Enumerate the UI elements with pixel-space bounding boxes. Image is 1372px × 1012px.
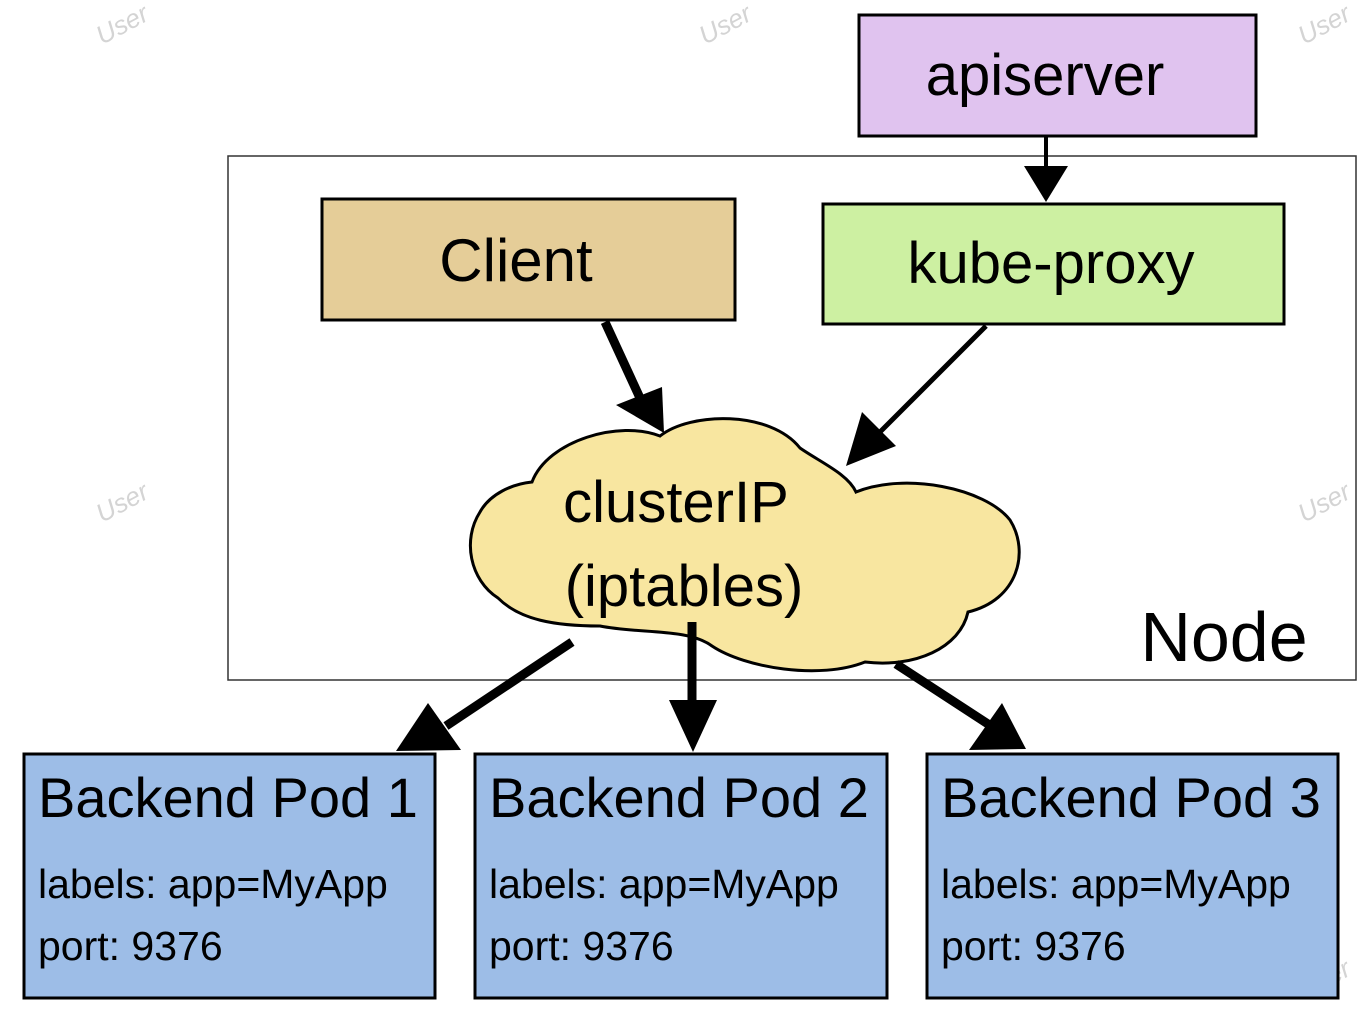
pod-labels: labels: app=MyApp — [38, 861, 388, 907]
watermark: User — [1293, 0, 1357, 50]
arrowhead-kube-proxy-to-cluster-ip — [846, 412, 896, 466]
pod-port: port: 9376 — [941, 923, 1126, 969]
arrowhead-kube-proxy — [1024, 166, 1068, 202]
client-box — [320, 197, 737, 322]
arrows — [396, 136, 1068, 752]
watermark: User — [1293, 475, 1357, 528]
arrowhead-pod-1 — [396, 703, 461, 751]
pod-title: Backend Pod 1 — [38, 766, 418, 829]
arrow-client-to-cluster-ip — [600, 320, 645, 400]
arrow-to-pod-1 — [443, 638, 575, 730]
arrow-kube-proxy-to-cluster-ip — [874, 324, 988, 438]
watermark: User — [91, 475, 155, 528]
arrowhead-pod-2 — [669, 700, 717, 752]
node-label: Node — [1140, 598, 1307, 676]
apiserver-label: apiserver — [926, 43, 1165, 108]
arrow-to-pod-3 — [893, 660, 991, 728]
pod-title: Backend Pod 2 — [489, 766, 869, 829]
backend-pod-3: Backend Pod 3 labels: app=MyApp port: 93… — [925, 752, 1340, 1000]
apiserver-box — [857, 13, 1258, 138]
kube-proxy-label: kube-proxy — [908, 231, 1195, 296]
pod-box — [925, 752, 1340, 1000]
arrowhead-client-to-cluster-ip — [616, 387, 664, 433]
node-boundary — [227, 155, 1357, 681]
backend-pod-2: Backend Pod 2 labels: app=MyApp port: 93… — [473, 752, 889, 1000]
backend-pod-1: Backend Pod 1 labels: app=MyApp port: 93… — [22, 752, 437, 1000]
cluster-ip-title: clusterIP — [563, 470, 789, 535]
kube-proxy-box — [821, 202, 1286, 326]
cluster-ip-subtitle: (iptables) — [565, 554, 804, 619]
arrowhead-pod-3 — [969, 703, 1026, 750]
pod-port: port: 9376 — [38, 923, 223, 969]
pod-labels: labels: app=MyApp — [489, 861, 839, 907]
pod-labels: labels: app=MyApp — [941, 861, 1291, 907]
pod-title: Backend Pod 3 — [941, 766, 1321, 829]
cluster-ip-cloud — [468, 417, 1021, 673]
pod-box — [473, 752, 889, 1000]
pod-box — [22, 752, 437, 1000]
watermark: User — [91, 0, 155, 50]
watermark: User — [694, 0, 758, 50]
pod-port: port: 9376 — [489, 923, 674, 969]
client-label: Client — [439, 227, 593, 294]
